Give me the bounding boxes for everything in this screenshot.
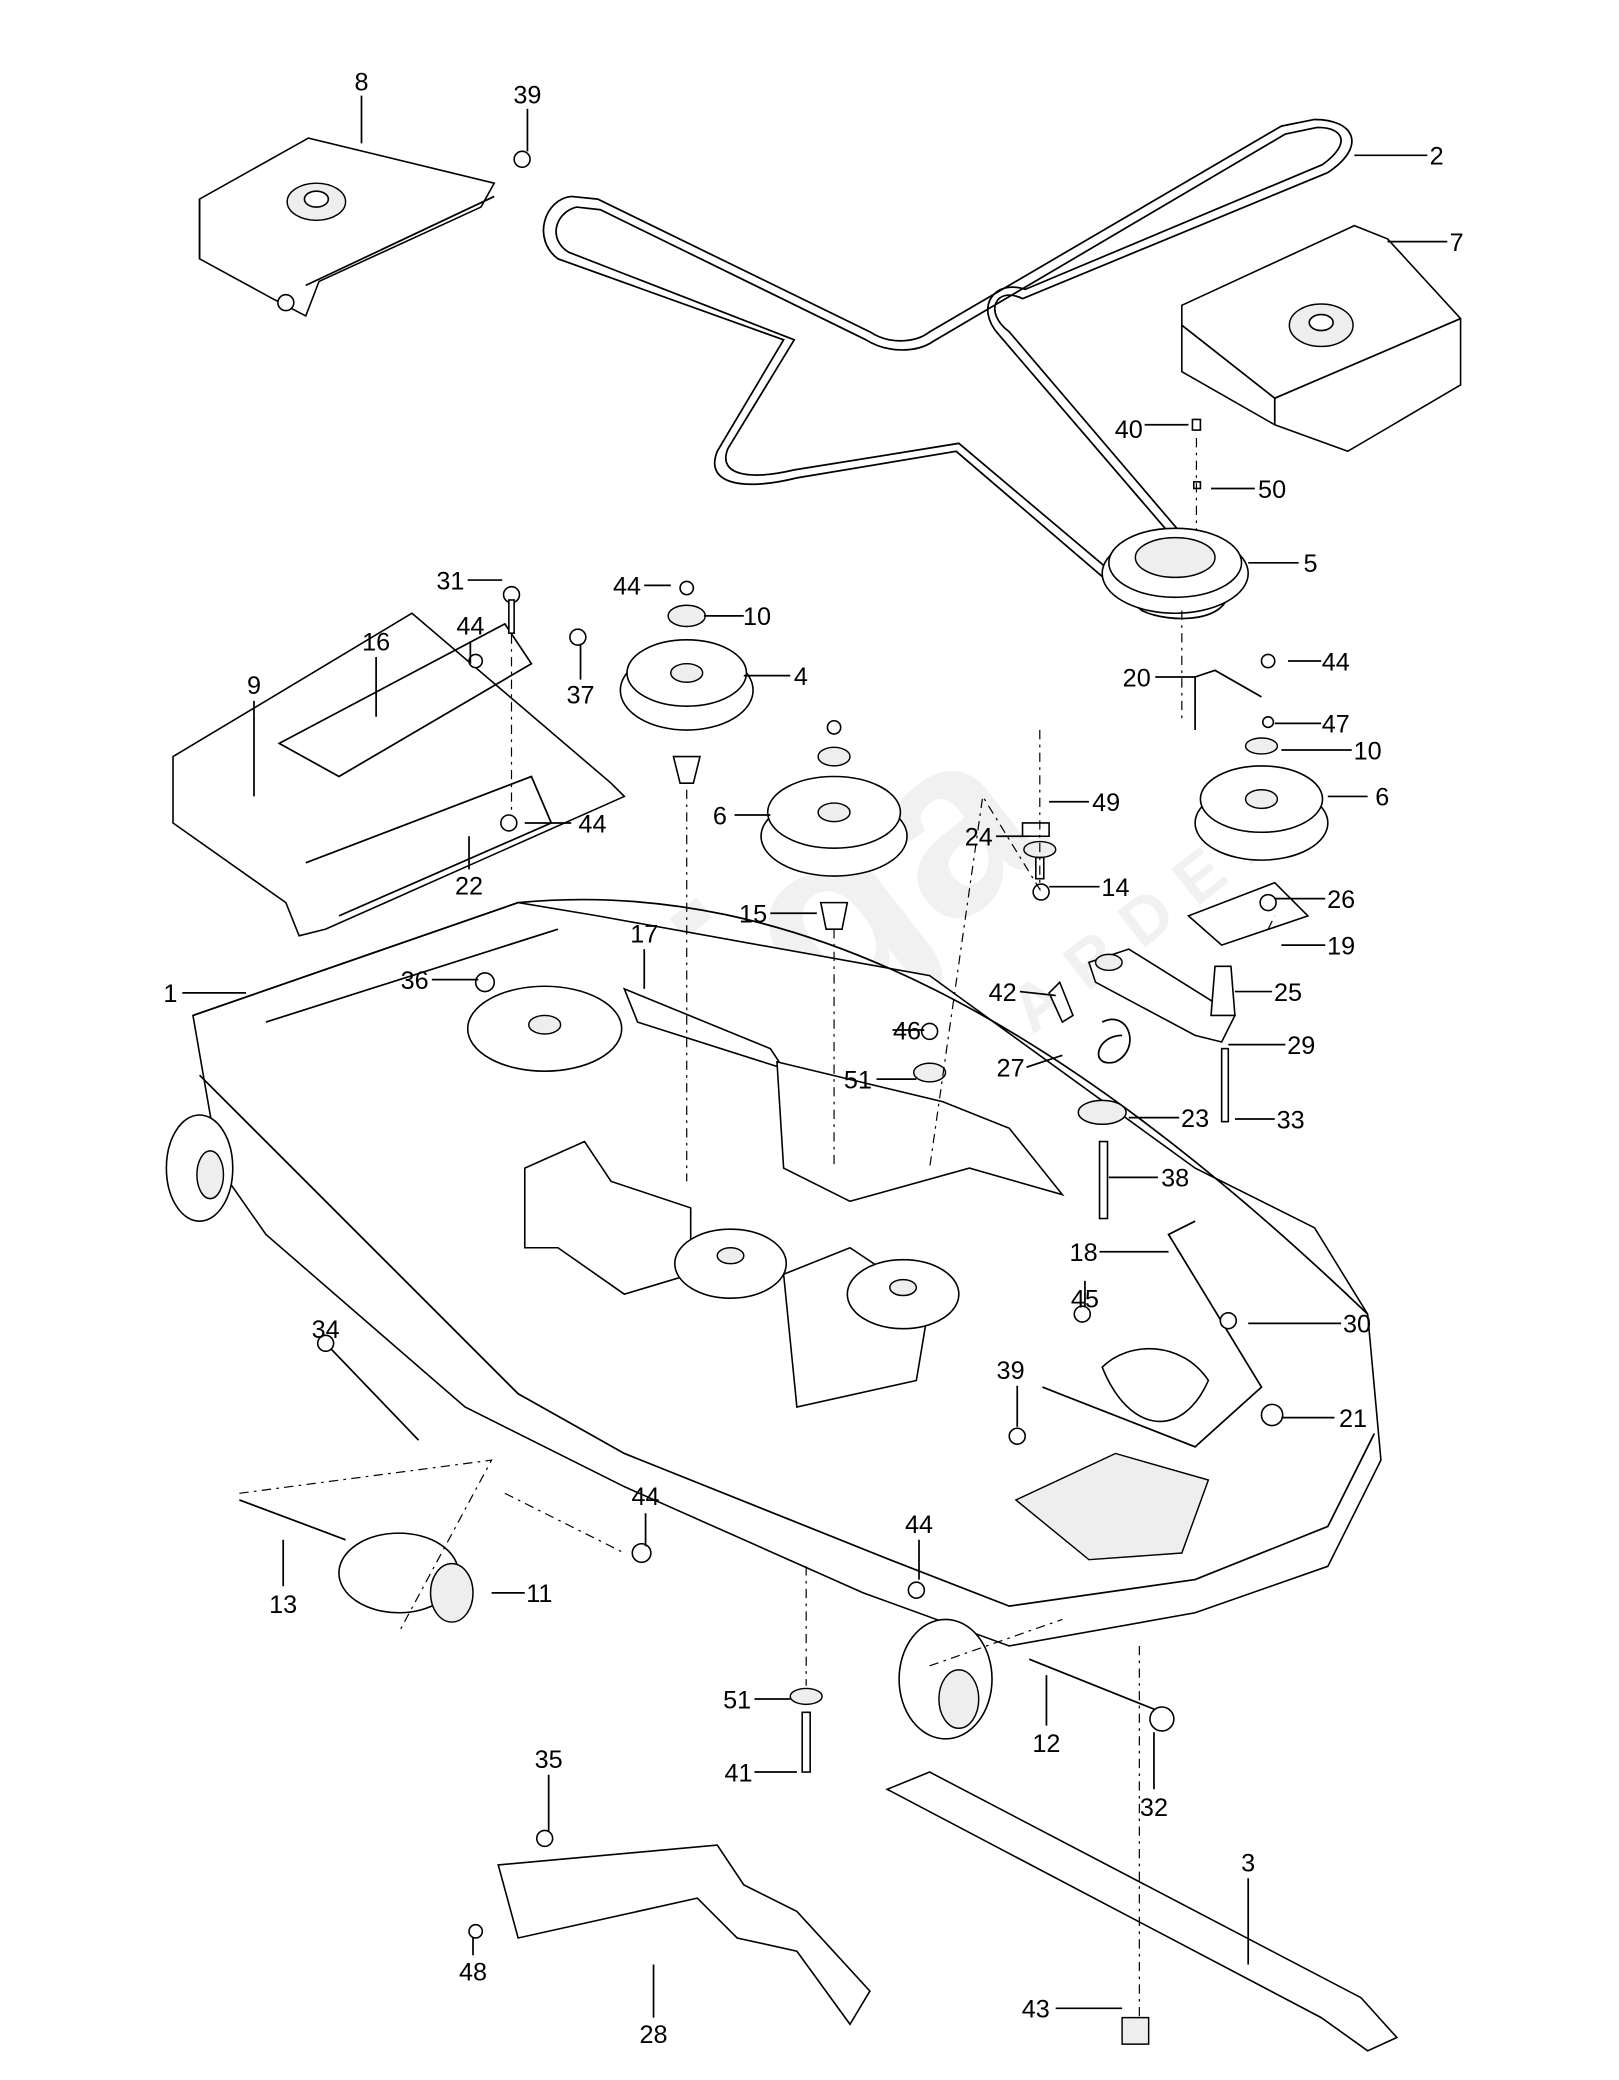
callout-17: 17 — [630, 920, 658, 948]
callout-12: 12 — [1032, 1730, 1060, 1758]
callout-37: 37 — [566, 682, 594, 710]
callout-23: 23 — [1181, 1105, 1209, 1133]
assembly-lines — [239, 438, 1276, 2018]
callout-6: 6 — [1375, 784, 1389, 812]
callout-44: 44 — [613, 573, 641, 601]
callout-44: 44 — [1322, 648, 1350, 676]
fasteners — [277, 150, 1284, 1773]
callout-21: 21 — [1339, 1405, 1367, 1433]
idler-pulley-6-center — [760, 719, 908, 930]
callout-44: 44 — [578, 810, 606, 838]
callout-44: 44 — [456, 612, 484, 640]
callout-39: 39 — [997, 1357, 1025, 1385]
callout-45: 45 — [1071, 1285, 1099, 1313]
callout-14: 14 — [1101, 874, 1129, 902]
callout-6: 6 — [713, 802, 727, 830]
callout-9: 9 — [247, 672, 261, 700]
idler-pulley-4 — [619, 580, 754, 784]
baffle-28 — [468, 1829, 871, 2026]
callout-36: 36 — [401, 967, 429, 995]
callout-40: 40 — [1115, 416, 1143, 444]
callout-46: 46 — [893, 1017, 921, 1045]
callout-5: 5 — [1304, 550, 1318, 578]
caster-wheels — [165, 1114, 1175, 1740]
callout-29: 29 — [1287, 1032, 1315, 1060]
bracket-20 — [1194, 669, 1262, 731]
mower-deck — [192, 898, 1382, 1647]
callout-15: 15 — [739, 901, 767, 929]
callout-50: 50 — [1258, 476, 1286, 504]
idler-pulley-6-right — [1186, 653, 1329, 946]
callout-43: 43 — [1022, 1996, 1050, 2024]
callout-4: 4 — [794, 663, 808, 691]
callout-44: 44 — [632, 1483, 660, 1511]
callout-10: 10 — [1354, 737, 1382, 765]
callout-44: 44 — [905, 1511, 933, 1539]
pulley-5 — [1101, 418, 1249, 615]
callout-32: 32 — [1140, 1794, 1168, 1822]
callout-41: 41 — [724, 1759, 752, 1787]
belt-cover-right — [1181, 224, 1462, 453]
callout-20: 20 — [1123, 664, 1151, 692]
callout-27: 27 — [997, 1055, 1025, 1083]
discharge-chute — [172, 612, 626, 937]
blade — [885, 1771, 1399, 2052]
callout-2: 2 — [1430, 143, 1444, 171]
callout-7: 7 — [1450, 229, 1464, 257]
callout-13: 13 — [269, 1591, 297, 1619]
belt-cover-left — [198, 137, 496, 318]
callout-31: 31 — [436, 567, 464, 595]
callout-38: 38 — [1161, 1165, 1189, 1193]
callout-11: 11 — [526, 1580, 552, 1608]
callout-16: 16 — [362, 628, 390, 656]
callout-49: 49 — [1092, 789, 1120, 817]
callout-39: 39 — [513, 82, 541, 110]
callout-24: 24 — [965, 824, 993, 852]
blade-bolt — [1121, 2016, 1150, 2045]
callout-labels: 8 39 2 7 40 50 5 31 44 10 9 16 44 37 4 2… — [163, 68, 1463, 2049]
callout-25: 25 — [1274, 979, 1302, 1007]
callout-26: 26 — [1327, 886, 1355, 914]
callout-42: 42 — [989, 979, 1017, 1007]
callout-3: 3 — [1241, 1850, 1255, 1878]
callout-1: 1 — [163, 980, 177, 1008]
callout-33: 33 — [1277, 1106, 1305, 1134]
callout-10: 10 — [743, 603, 771, 631]
callout-35: 35 — [535, 1746, 563, 1774]
callout-51: 51 — [844, 1066, 872, 1094]
callout-30: 30 — [1343, 1311, 1371, 1339]
callout-28: 28 — [640, 2021, 668, 2049]
callout-34: 34 — [312, 1316, 340, 1344]
callout-22: 22 — [455, 873, 483, 901]
callout-48: 48 — [459, 1958, 487, 1986]
callout-47: 47 — [1322, 711, 1350, 739]
callout-19: 19 — [1327, 932, 1355, 960]
callout-8: 8 — [354, 68, 368, 96]
callout-18: 18 — [1070, 1239, 1098, 1267]
callout-51: 51 — [723, 1686, 751, 1714]
